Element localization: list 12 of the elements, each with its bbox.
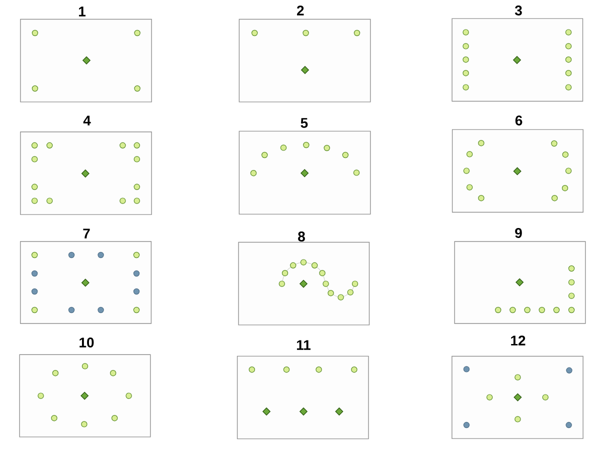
- panel-number: 6: [515, 116, 522, 126]
- panel-number: 10: [80, 338, 94, 348]
- panel-number: 5: [300, 118, 308, 128]
- panel-number: 7: [83, 228, 90, 238]
- panel-number: 8: [298, 232, 305, 242]
- panel-number: 12: [511, 336, 526, 346]
- panel-number: 4: [83, 116, 91, 126]
- panel-number: 11: [296, 340, 311, 350]
- panel-number: 9: [515, 228, 522, 238]
- panel-number: 1: [78, 6, 86, 16]
- panel-number: 2: [297, 6, 304, 16]
- panel-number: 3: [514, 6, 522, 16]
